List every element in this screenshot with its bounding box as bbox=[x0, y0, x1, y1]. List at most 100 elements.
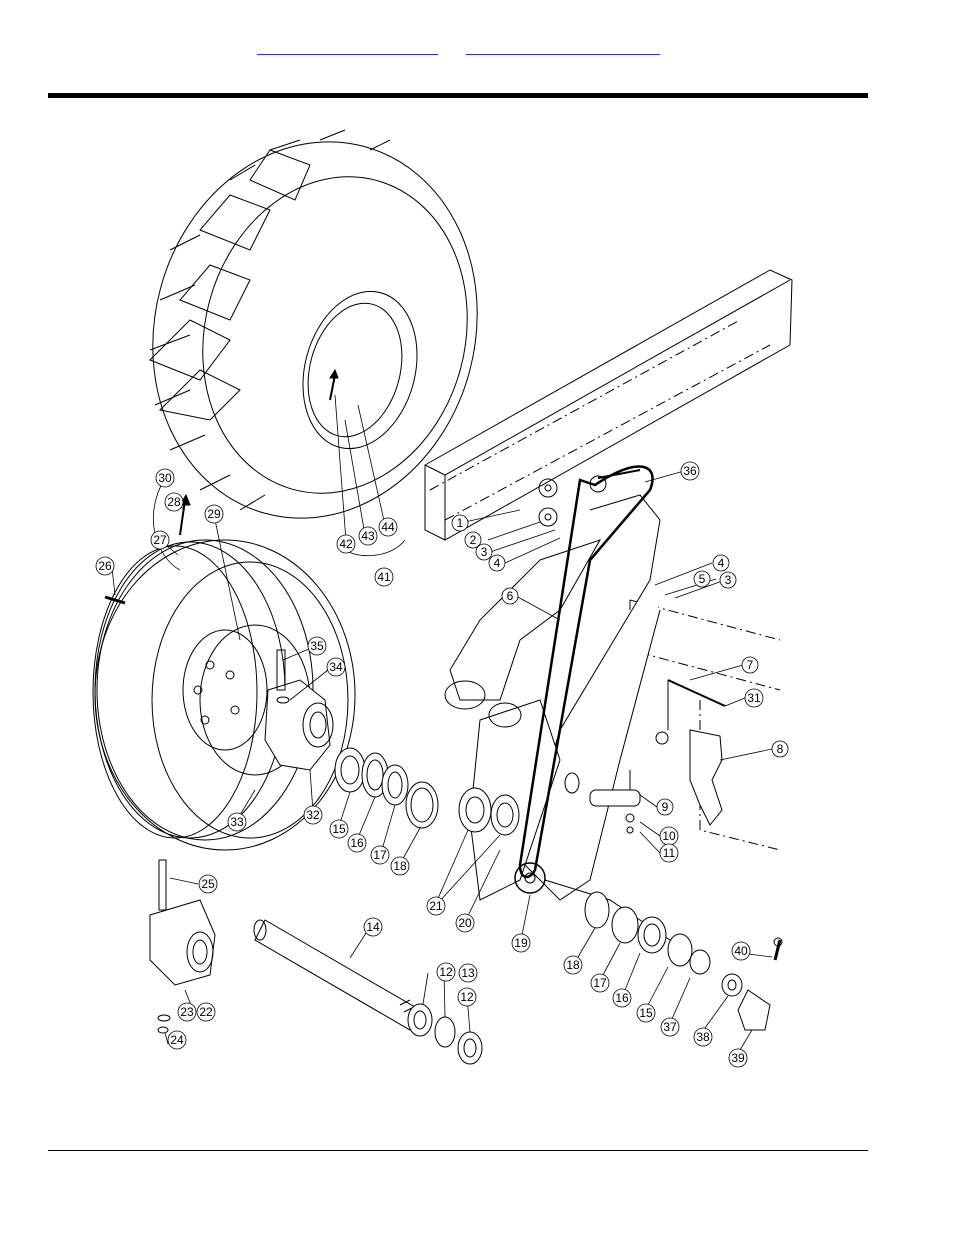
svg-text:21: 21 bbox=[429, 899, 443, 913]
svg-text:32: 32 bbox=[306, 808, 320, 822]
callout-28: 28 bbox=[165, 493, 183, 511]
svg-text:16: 16 bbox=[615, 991, 629, 1005]
sprocket-upper bbox=[539, 479, 557, 526]
callout-23: 23 bbox=[178, 1003, 196, 1021]
callout-1: 1 bbox=[452, 515, 468, 531]
callout-25: 25 bbox=[199, 875, 217, 893]
svg-text:7: 7 bbox=[747, 658, 754, 672]
callout-15: 15 bbox=[330, 820, 348, 838]
svg-text:39: 39 bbox=[731, 1051, 745, 1065]
callout-17: 17 bbox=[371, 846, 389, 864]
callout-11: 11 bbox=[660, 844, 678, 862]
callout-17b: 17 bbox=[591, 974, 609, 992]
svg-text:18: 18 bbox=[566, 958, 580, 972]
svg-text:38: 38 bbox=[696, 1030, 710, 1044]
callout-8: 8 bbox=[772, 741, 788, 757]
callout-34: 34 bbox=[327, 658, 345, 676]
arm-plate bbox=[450, 540, 600, 700]
callout-31: 31 bbox=[745, 689, 763, 707]
svg-text:3: 3 bbox=[725, 573, 732, 587]
callout-20: 20 bbox=[456, 914, 474, 932]
svg-text:4: 4 bbox=[718, 556, 725, 570]
svg-text:33: 33 bbox=[230, 815, 244, 829]
svg-text:42: 42 bbox=[339, 537, 353, 551]
callout-3b: 3 bbox=[720, 572, 736, 588]
callout-24: 24 bbox=[168, 1031, 186, 1049]
svg-text:8: 8 bbox=[777, 742, 784, 756]
svg-text:43: 43 bbox=[361, 529, 375, 543]
callout-4b: 4 bbox=[713, 555, 729, 571]
callout-12b: 12 bbox=[458, 988, 476, 1006]
svg-text:25: 25 bbox=[201, 877, 215, 891]
callout-42: 42 bbox=[337, 535, 355, 553]
callout-18b: 18 bbox=[564, 956, 582, 974]
svg-text:15: 15 bbox=[332, 822, 346, 836]
svg-text:13: 13 bbox=[461, 966, 475, 980]
svg-text:20: 20 bbox=[458, 916, 472, 930]
svg-text:12: 12 bbox=[460, 990, 474, 1004]
svg-text:10: 10 bbox=[662, 829, 676, 843]
callout-19: 19 bbox=[512, 934, 530, 952]
callout-16b: 16 bbox=[613, 989, 631, 1007]
spindle bbox=[254, 920, 420, 1030]
callout-29: 29 bbox=[205, 505, 223, 523]
svg-text:40: 40 bbox=[734, 944, 748, 958]
callout-36: 36 bbox=[681, 462, 699, 480]
callout-43: 43 bbox=[359, 527, 377, 545]
svg-text:37: 37 bbox=[663, 1020, 677, 1034]
svg-text:16: 16 bbox=[350, 836, 364, 850]
svg-text:27: 27 bbox=[153, 533, 167, 547]
svg-text:22: 22 bbox=[199, 1005, 213, 1019]
callout-5: 5 bbox=[694, 571, 710, 587]
callout-4: 4 bbox=[489, 555, 505, 571]
svg-text:31: 31 bbox=[747, 691, 761, 705]
callout-3: 3 bbox=[476, 544, 492, 560]
callout-44: 44 bbox=[379, 518, 397, 536]
latch bbox=[690, 730, 722, 825]
svg-text:19: 19 bbox=[514, 936, 528, 950]
callout-14: 14 bbox=[364, 918, 382, 936]
svg-text:41: 41 bbox=[377, 570, 391, 584]
callout-16: 16 bbox=[348, 834, 366, 852]
callout-33: 33 bbox=[228, 813, 246, 831]
svg-text:1: 1 bbox=[457, 516, 464, 530]
svg-text:36: 36 bbox=[683, 464, 697, 478]
svg-text:34: 34 bbox=[329, 660, 343, 674]
svg-text:28: 28 bbox=[167, 495, 181, 509]
callout-38: 38 bbox=[694, 1028, 712, 1046]
callout-37: 37 bbox=[661, 1018, 679, 1036]
svg-text:30: 30 bbox=[158, 471, 172, 485]
svg-text:14: 14 bbox=[366, 920, 380, 934]
frame-tube bbox=[425, 270, 792, 540]
callout-30: 30 bbox=[156, 469, 174, 487]
callout-22: 22 bbox=[197, 1003, 215, 1021]
svg-text:29: 29 bbox=[207, 507, 221, 521]
svg-text:5: 5 bbox=[699, 572, 706, 586]
callout-6: 6 bbox=[502, 588, 518, 604]
callout-15b: 15 bbox=[637, 1004, 655, 1022]
svg-text:17: 17 bbox=[593, 976, 607, 990]
svg-text:26: 26 bbox=[98, 559, 112, 573]
callout-12a: 12 bbox=[437, 963, 455, 981]
callout-13: 13 bbox=[459, 964, 477, 982]
callout-35: 35 bbox=[308, 637, 326, 655]
callout-41: 41 bbox=[375, 568, 393, 586]
svg-text:17: 17 bbox=[373, 848, 387, 862]
svg-text:9: 9 bbox=[662, 800, 669, 814]
callout-10: 10 bbox=[660, 827, 678, 845]
callout-18: 18 bbox=[391, 857, 409, 875]
svg-text:18: 18 bbox=[393, 859, 407, 873]
svg-text:44: 44 bbox=[381, 520, 395, 534]
callout-26: 26 bbox=[96, 557, 114, 575]
callout-40: 40 bbox=[732, 942, 750, 960]
svg-text:23: 23 bbox=[180, 1005, 194, 1019]
svg-text:35: 35 bbox=[310, 639, 324, 653]
svg-text:4: 4 bbox=[494, 556, 501, 570]
svg-text:2: 2 bbox=[470, 533, 477, 547]
svg-text:3: 3 bbox=[481, 545, 488, 559]
callout-39: 39 bbox=[729, 1049, 747, 1067]
callout-21: 21 bbox=[427, 897, 445, 915]
svg-text:15: 15 bbox=[639, 1006, 653, 1020]
callout-7: 7 bbox=[742, 657, 758, 673]
svg-text:12: 12 bbox=[439, 965, 453, 979]
